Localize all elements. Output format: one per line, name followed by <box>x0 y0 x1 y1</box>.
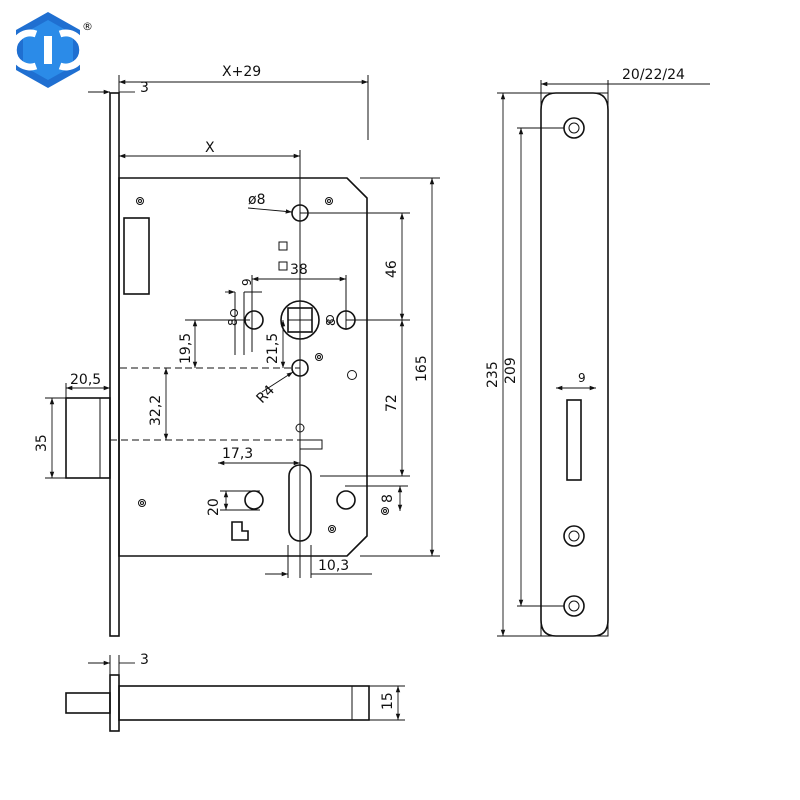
dim-35: 35 <box>34 434 50 452</box>
dim-235: 235 <box>485 361 501 388</box>
dim-faceplate-thickness: 20/22/24 <box>622 67 685 83</box>
latch-slot <box>566 399 582 481</box>
dim-21-5: 21,5 <box>265 333 281 364</box>
dim-hole-dia: ø8 <box>248 192 265 208</box>
dim-x: X <box>205 140 215 156</box>
faceplate <box>540 92 609 637</box>
construction-lines <box>45 75 440 578</box>
dim-20-5: 20,5 <box>70 372 101 388</box>
dim-165: 165 <box>414 355 430 382</box>
dim-38: 38 <box>290 262 308 278</box>
dim-32-2: 32,2 <box>148 395 164 426</box>
lock-case <box>118 177 368 557</box>
dimension-lines <box>49 79 435 577</box>
forend-plate <box>109 92 120 637</box>
dimension-labels: X+29 3 X ø8 46 38 9 8 8 19,5 21,5 R4 165… <box>34 64 685 710</box>
deadbolt <box>65 397 111 479</box>
dim-top-thickness: 3 <box>140 80 149 96</box>
dim-9-slot: 9 <box>578 371 586 385</box>
registered-mark: ® <box>82 20 93 33</box>
dim-9-top: 9 <box>240 278 254 286</box>
dim-8-right: 8 <box>324 318 338 326</box>
dim-10-3: 10,3 <box>318 558 349 574</box>
screw-hole-icon <box>563 117 585 617</box>
rivet-icon <box>136 197 389 533</box>
dim-8-left: 8 <box>226 318 240 326</box>
cylinder-cutout <box>288 464 312 542</box>
dim-46: 46 <box>384 260 400 278</box>
dim-72: 72 <box>384 394 400 412</box>
brand-logo-icon <box>9 12 87 88</box>
dim-209: 209 <box>503 357 519 384</box>
dim-19-5: 19,5 <box>178 333 194 364</box>
dim-20: 20 <box>206 498 222 516</box>
dim-15: 15 <box>380 692 396 710</box>
dim-r4: R4 <box>254 382 279 407</box>
dim-17-3: 17,3 <box>222 446 253 462</box>
dim-bottom-thickness: 3 <box>140 652 149 668</box>
dim-8-cyl: 8 <box>380 494 396 503</box>
faceplate-view <box>497 80 710 637</box>
bottom-view <box>65 655 405 732</box>
latch-window <box>123 217 150 295</box>
lock-front-view <box>65 92 389 637</box>
dim-x-plus-29: X+29 <box>222 64 261 80</box>
